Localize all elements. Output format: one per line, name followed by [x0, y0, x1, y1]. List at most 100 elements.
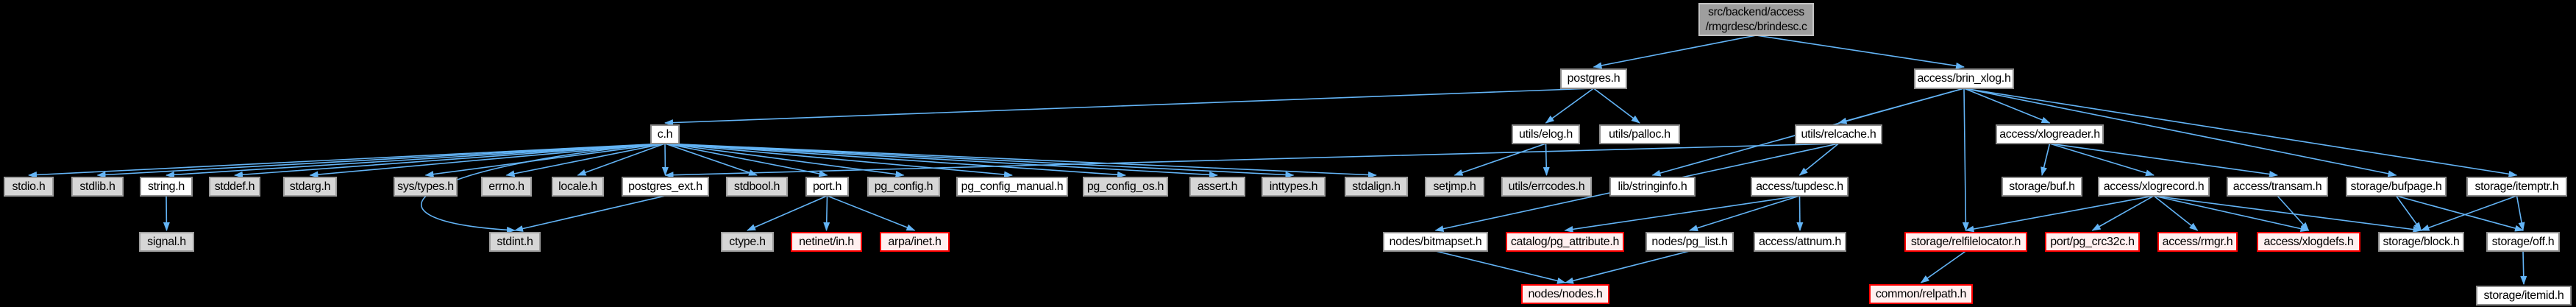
edge-c-h--pg-config-h [664, 143, 905, 178]
edge-access-xlogreader-h--access-xlogrecord-h [2049, 143, 2155, 177]
graph-node-nodes-nodes-h[interactable]: nodes/nodes.h [1521, 284, 1609, 304]
edge-c-h--inttypes-h [664, 143, 1295, 178]
edge-port-h--ctype-h [747, 195, 828, 231]
graph-node-utils-palloc-h[interactable]: utils/palloc.h [1599, 124, 1680, 144]
edge-access-brin-xlog-h--access-xlogreader-h [1963, 88, 2051, 124]
edge-postgres-ext-h--stdint-h [514, 195, 666, 232]
edge-brindesc-c--postgres-h [1593, 35, 1757, 69]
edge-c-h--pg-config-os-h [664, 143, 1126, 178]
edge-access-xlogreader-h--storage-buf-h [2040, 143, 2051, 176]
graph-node-utils-errcodes-h: utils/errcodes.h [1501, 177, 1592, 197]
edge-nodes-bitmapset-h--nodes-nodes-h [1435, 250, 1566, 284]
graph-node-c-h[interactable]: c.h [650, 124, 680, 144]
edge-utils-relcache-h--access-tupdesc-h [1798, 143, 1840, 176]
graph-node-utils-relcache-h[interactable]: utils/relcache.h [1795, 124, 1882, 144]
graph-node-inttypes-h: inttypes.h [1262, 177, 1326, 197]
graph-node-pg-config-manual-h[interactable]: pg_config_manual.h [956, 177, 1068, 197]
graph-node-storage-itemptr-h[interactable]: storage/itemptr.h [2466, 177, 2567, 197]
graph-node-lib-stringinfo-h[interactable]: lib/stringinfo.h [1609, 177, 1696, 197]
graph-node-access-xlogdefs-h[interactable]: access/xlogdefs.h [2257, 232, 2360, 252]
graph-node-locale-h: locale.h [552, 177, 604, 197]
graph-node-stdio-h: stdio.h [4, 177, 54, 197]
graph-node-stdint-h: stdint.h [489, 232, 541, 252]
graph-node-port-pg-crc32c-h[interactable]: port/pg_crc32c.h [2045, 232, 2140, 252]
edge-storage-relfilelocator-h--common-relpath-h [1920, 250, 1966, 283]
graph-node-access-tupdesc-h[interactable]: access/tupdesc.h [1751, 177, 1849, 197]
graph-node-utils-elog-h[interactable]: utils/elog.h [1512, 124, 1580, 144]
edge-c-h--port-h [664, 143, 828, 177]
edge-storage-itemptr-h--storage-block-h [2420, 195, 2517, 231]
edge-c-h--errno-h [505, 143, 666, 177]
edge-c-h--assert-h [664, 143, 1218, 178]
edge-port-h--arpa-inet-h [827, 195, 916, 231]
graph-node-nodes-pg-list-h[interactable]: nodes/pg_list.h [1645, 232, 1734, 252]
edge-utils-elog-h--utils-errcodes-h [1543, 143, 1550, 176]
edge-nodes-pg-list-h--nodes-nodes-h [1565, 250, 1690, 284]
edge-c-h--pg-config-manual-h [664, 143, 1013, 178]
edge-access-xlogrecord-h--storage-relfilelocator-h [1965, 195, 2155, 233]
graph-node-access-xlogreader-h[interactable]: access/xlogreader.h [1996, 124, 2104, 144]
graph-node-storage-off-h[interactable]: storage/off.h [2486, 232, 2560, 252]
graph-node-common-relpath-h[interactable]: common/relpath.h [1869, 284, 1973, 304]
edge-c-h--string-h [166, 143, 666, 178]
graph-node-postgres-h[interactable]: postgres.h [1560, 68, 1627, 89]
edge-c-h--stdarg-h [309, 143, 666, 178]
edge-access-xlogreader-h--access-transam-h [2049, 143, 2278, 177]
edge-postgres-h--utils-palloc-h [1593, 88, 1640, 124]
edge-access-xlogrecord-h--access-rmgr-h [2153, 195, 2199, 231]
graph-node-pg-config-h: pg_config.h [867, 177, 940, 197]
graph-node-stdbool-h: stdbool.h [726, 177, 788, 197]
edge-c-h--stdalign-h [664, 143, 1377, 179]
edge-c-h--stdlib-h [96, 143, 666, 178]
graph-node-errno-h: errno.h [481, 177, 532, 197]
edge-postgres-h--c-h [664, 88, 1594, 127]
edge-storage-itemptr-h--storage-off-h [2516, 195, 2525, 231]
edge-c-h--stdbool-h [664, 143, 758, 176]
edge-access-xlogrecord-h--port-pg-crc32c-h [2091, 195, 2155, 231]
graph-node-access-brin-xlog-h[interactable]: access/brin_xlog.h [1914, 68, 2014, 89]
graph-node-brindesc-c: src/backend/access /rmgrdesc/brindesc.c [1698, 3, 1814, 36]
edge-storage-off-h--storage-itemid-h [2520, 250, 2527, 285]
graph-node-storage-bufpage-h[interactable]: storage/bufpage.h [2346, 177, 2447, 197]
graph-node-storage-itemid-h[interactable]: storage/itemid.h [2476, 286, 2572, 306]
edge-c-h--sys-types-h [424, 143, 666, 178]
edge-utils-relcache-h--postgres-ext-h [664, 143, 1839, 179]
graph-node-arpa-inet-h[interactable]: arpa/inet.h [880, 232, 950, 252]
edge-port-h--netinet-in-h [823, 195, 830, 231]
graph-node-sys-types-h: sys/types.h [394, 177, 458, 197]
edge-postgres-h--utils-elog-h [1545, 88, 1594, 124]
edge-access-tupdesc-h--nodes-pg-list-h [1689, 195, 1800, 231]
edge-c-h--locale-h [577, 143, 666, 176]
graph-node-netinet-in-h[interactable]: netinet/in.h [791, 232, 862, 252]
edge-access-tupdesc-h--access-attnum-h [1796, 195, 1804, 231]
graph-node-storage-block-h[interactable]: storage/block.h [2378, 232, 2464, 252]
edge-access-xlogrecord-h--access-xlogdefs-h [2153, 195, 2310, 232]
graph-node-access-xlogrecord-h[interactable]: access/xlogrecord.h [2098, 177, 2210, 197]
edge-storage-bufpage-h--storage-off-h [2396, 195, 2524, 232]
edge-c-h--stdio-h [28, 143, 666, 178]
edge-utils-elog-h--setjmp-h [1454, 143, 1546, 176]
edge-access-xlogrecord-h--storage-block-h [2153, 195, 2422, 233]
edge-access-transam-h--access-xlogdefs-h [2277, 195, 2310, 231]
graph-node-ctype-h: ctype.h [721, 232, 774, 252]
graph-node-stdlib-h: stdlib.h [71, 177, 124, 197]
graph-node-port-h[interactable]: port.h [805, 177, 849, 197]
graph-node-string-h[interactable]: string.h [140, 177, 193, 197]
graph-node-catalog-pg-attribute-h[interactable]: catalog/pg_attribute.h [1506, 232, 1624, 252]
graph-node-assert-h: assert.h [1189, 177, 1245, 197]
graph-node-stdarg-h: stdarg.h [283, 177, 337, 197]
edge-brindesc-c--access-brin-xlog-h [1756, 35, 1965, 69]
graph-node-setjmp-h: setjmp.h [1425, 177, 1484, 197]
graph-node-access-attnum-h[interactable]: access/attnum.h [1754, 232, 1846, 252]
edge-access-tupdesc-h--catalog-pg-attribute-h [1564, 195, 1800, 233]
graph-node-postgres-ext-h[interactable]: postgres_ext.h [622, 177, 709, 197]
graph-node-storage-relfilelocator-h[interactable]: storage/relfilelocator.h [1904, 232, 2027, 252]
graph-node-pg-config-os-h: pg_config_os.h [1083, 177, 1168, 197]
graph-node-access-transam-h[interactable]: access/transam.h [2227, 177, 2328, 197]
graph-node-storage-buf-h[interactable]: storage/buf.h [2002, 177, 2082, 197]
graph-node-access-rmgr-h[interactable]: access/rmgr.h [2157, 232, 2238, 252]
edge-c-h--stddef-h [234, 143, 666, 178]
graph-node-nodes-bitmapset-h[interactable]: nodes/bitmapset.h [1383, 232, 1488, 252]
